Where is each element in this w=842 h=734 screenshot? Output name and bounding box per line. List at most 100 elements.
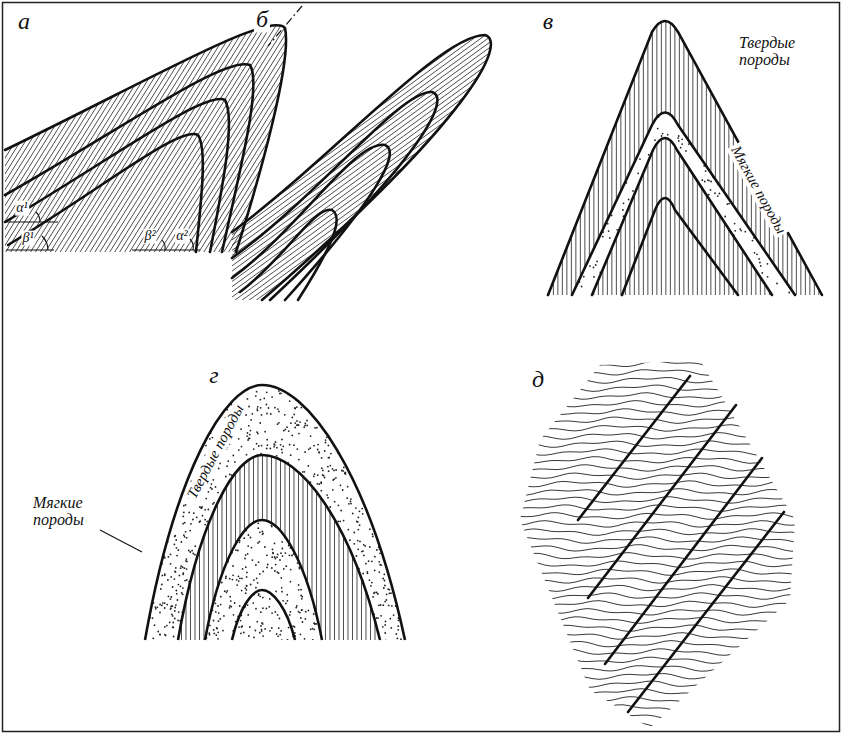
stipple-dot bbox=[734, 230, 736, 232]
stipple-dot bbox=[612, 203, 614, 205]
stipple-dot bbox=[394, 482, 396, 484]
stipple-dot bbox=[669, 242, 671, 244]
stipple-dot bbox=[707, 208, 709, 210]
stipple-dot bbox=[616, 269, 618, 271]
stipple-dot bbox=[398, 415, 400, 417]
stipple-dot bbox=[633, 242, 635, 244]
stipple-dot bbox=[400, 533, 402, 535]
stipple-dot bbox=[238, 390, 240, 392]
stipple-dot bbox=[161, 605, 163, 607]
stipple-dot bbox=[166, 604, 168, 606]
stipple-dot bbox=[685, 150, 687, 152]
stipple-dot bbox=[259, 422, 261, 424]
stipple-dot bbox=[380, 615, 382, 617]
stipple-dot bbox=[596, 261, 598, 263]
stipple-dot bbox=[161, 463, 163, 465]
hatch-line bbox=[656, 0, 657, 362]
stipple-dot bbox=[270, 413, 272, 415]
hatch-line bbox=[544, 0, 545, 362]
stipple-dot bbox=[796, 237, 798, 239]
stipple-dot bbox=[695, 278, 697, 280]
stipple-dot bbox=[663, 271, 665, 273]
stipple-dot bbox=[200, 402, 202, 404]
hatch-line bbox=[0, 0, 204, 267]
stipple-dot bbox=[182, 573, 184, 575]
stipple-dot bbox=[378, 604, 380, 606]
stipple-dot bbox=[767, 263, 769, 265]
stipple-dot bbox=[155, 520, 157, 522]
stipple-dot bbox=[229, 578, 231, 580]
stipple-dot bbox=[372, 390, 374, 392]
stipple-dot bbox=[632, 190, 634, 192]
cleavage-hatching bbox=[0, 0, 425, 405]
stipple-dot bbox=[649, 164, 651, 166]
stipple-dot bbox=[406, 449, 408, 451]
stipple-dot bbox=[186, 417, 188, 419]
stipple-dot bbox=[770, 131, 772, 133]
stipple-dot bbox=[686, 267, 688, 269]
stipple-dot bbox=[585, 295, 587, 297]
stipple-dot bbox=[672, 259, 674, 261]
stipple-dot bbox=[801, 245, 803, 247]
hatch-line bbox=[45, 0, 257, 301]
stipple-dot bbox=[691, 276, 693, 278]
hatch-line bbox=[70, 0, 282, 316]
stipple-dot bbox=[641, 95, 643, 97]
stipple-dot bbox=[400, 408, 402, 410]
stipple-dot bbox=[408, 428, 410, 430]
stipple-dot bbox=[151, 575, 153, 577]
hatch-line bbox=[589, 0, 590, 362]
stipple-dot bbox=[403, 510, 405, 512]
stipple-dot bbox=[748, 273, 750, 275]
stipple-dot bbox=[379, 419, 381, 421]
stipple-dot bbox=[144, 509, 146, 511]
stipple-dot bbox=[362, 392, 364, 394]
hatch-line bbox=[584, 0, 585, 362]
stipple-dot bbox=[728, 185, 730, 187]
stipple-dot bbox=[719, 97, 721, 99]
stipple-dot bbox=[356, 476, 358, 478]
stipple-dot bbox=[279, 618, 281, 620]
hatch-line bbox=[683, 0, 684, 362]
stipple-dot bbox=[598, 206, 600, 208]
stipple-dot bbox=[277, 423, 279, 425]
stipple-dot bbox=[584, 151, 586, 153]
stipple-dot bbox=[648, 154, 650, 156]
stipple-dot bbox=[290, 581, 292, 583]
stipple-dot bbox=[576, 260, 578, 262]
stipple-dot bbox=[734, 284, 736, 286]
stipple-dot bbox=[345, 473, 347, 475]
stipple-dot bbox=[405, 584, 407, 586]
stipple-dot bbox=[403, 430, 405, 432]
stipple-dot bbox=[661, 135, 663, 137]
stipple-dot bbox=[728, 161, 730, 163]
stipple-dot bbox=[275, 591, 277, 593]
stipple-dot bbox=[780, 96, 782, 98]
stipple-dot bbox=[395, 507, 397, 509]
stipple-dot bbox=[669, 169, 671, 171]
stipple-dot bbox=[290, 422, 292, 424]
stipple-dot bbox=[225, 576, 227, 578]
stipple-dot bbox=[614, 191, 616, 193]
stipple-dot bbox=[771, 141, 773, 143]
stipple-dot bbox=[178, 465, 180, 467]
stipple-dot bbox=[312, 639, 314, 641]
stipple-dot bbox=[275, 564, 277, 566]
stipple-dot bbox=[665, 182, 667, 184]
stipple-dot bbox=[631, 152, 633, 154]
stipple-dot bbox=[321, 457, 323, 459]
stipple-dot bbox=[631, 148, 633, 150]
stipple-dot bbox=[288, 627, 290, 629]
stipple-dot bbox=[215, 611, 217, 613]
stipple-dot bbox=[319, 407, 321, 409]
stipple-dot bbox=[334, 390, 336, 392]
stipple-dot bbox=[778, 244, 780, 246]
stipple-dot bbox=[245, 554, 247, 556]
stipple-dot bbox=[401, 597, 403, 599]
stipple-dot bbox=[629, 223, 631, 225]
stipple-dot bbox=[570, 106, 572, 108]
stipple-dot bbox=[362, 550, 364, 552]
stipple-dot bbox=[234, 461, 236, 463]
stipple-dot bbox=[586, 170, 588, 172]
stipple-dot bbox=[161, 515, 163, 517]
